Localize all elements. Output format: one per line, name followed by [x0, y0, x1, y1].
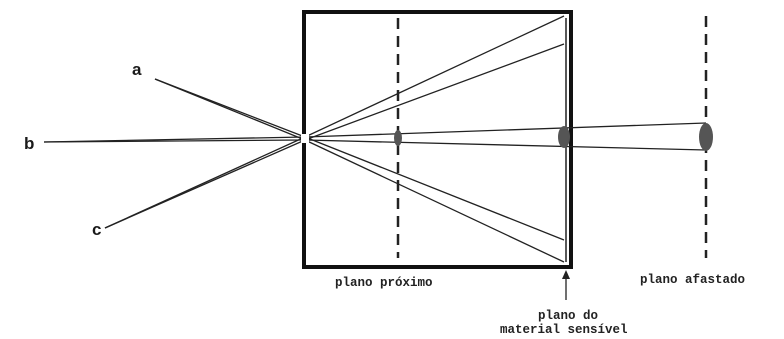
ray-c — [104, 15, 565, 229]
label-a: a — [132, 60, 142, 79]
camera-box — [302, 10, 573, 269]
ray-a — [154, 78, 565, 263]
far-plane-spot — [699, 123, 713, 151]
label-near-plane: plano próximo — [335, 276, 433, 290]
label-sensitive-plane-line2: material sensível — [500, 323, 628, 337]
label-b: b — [24, 134, 34, 153]
sensitive-plane-arrow — [562, 270, 570, 300]
label-far-plane: plano afastado — [640, 273, 745, 287]
label-sensitive-plane-line1: plano do — [538, 309, 598, 323]
label-c: c — [92, 220, 101, 239]
near-plane-spot — [394, 130, 402, 146]
sensitive-plane-spot — [558, 126, 570, 148]
pinhole-aperture — [301, 134, 309, 143]
ray-b — [43, 122, 707, 151]
